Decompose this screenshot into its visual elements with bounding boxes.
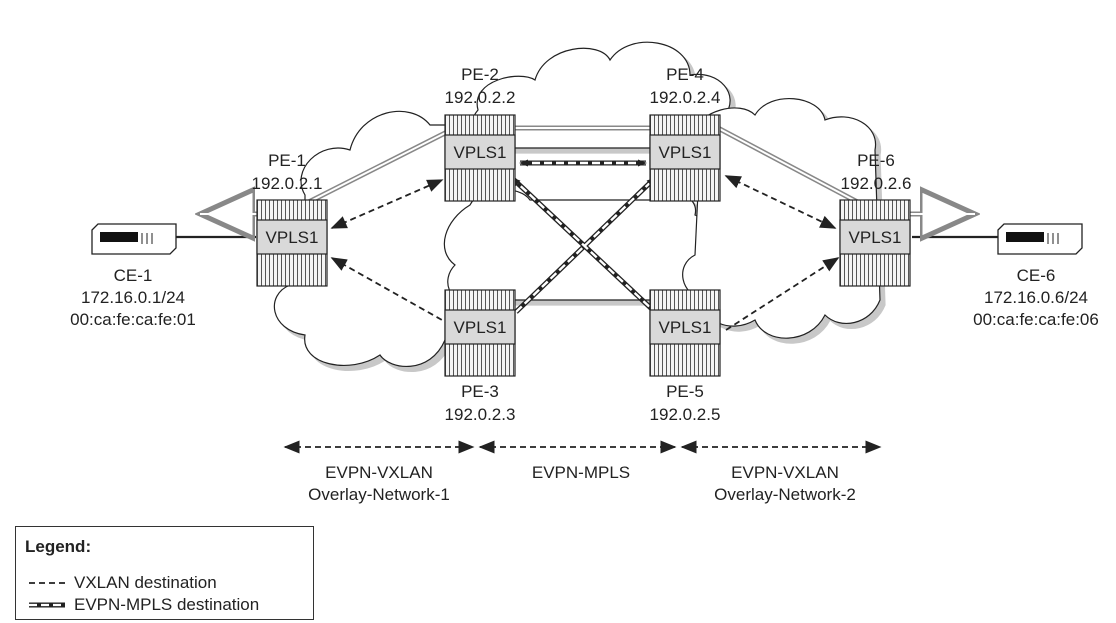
link-pe5-pe6	[725, 257, 840, 331]
mpls-links	[510, 159, 657, 314]
pe2-ip: 192.0.2.2	[445, 88, 516, 107]
vxlan-links	[330, 175, 840, 331]
pe3-name: PE-3	[461, 382, 499, 401]
vpls-label: VPLS1	[659, 318, 712, 337]
pe4-ip: 192.0.2.4	[650, 88, 721, 107]
legend-row-vxlan: VXLAN destination	[28, 573, 217, 593]
segment-middle-line1: EVPN-MPLS	[532, 463, 630, 482]
legend-mpls-label: EVPN-MPLS destination	[74, 595, 260, 614]
ce6-ip: 172.16.0.6/24	[984, 288, 1088, 307]
link-pe4-pe6	[724, 175, 837, 229]
pe5-ip: 192.0.2.5	[650, 405, 721, 424]
vpls-label: VPLS1	[659, 143, 712, 162]
segment-right-line1: EVPN-VXLAN	[731, 463, 839, 482]
ce6-mac: 00:ca:fe:ca:fe:06	[973, 310, 1099, 329]
vpls-label: VPLS1	[454, 143, 507, 162]
segment-left-line2: Overlay-Network-1	[308, 485, 450, 504]
router-pe5[interactable]: VPLS1	[649, 289, 721, 377]
pe1-name: PE-1	[268, 151, 306, 170]
router-pe3[interactable]: VPLS1	[444, 289, 516, 377]
pe4-name: PE-4	[666, 65, 704, 84]
vpls-label: VPLS1	[266, 228, 319, 247]
node-labels: PE-1 192.0.2.1 PE-2 192.0.2.2 PE-3 192.0…	[70, 65, 1099, 424]
cloud-center	[443, 188, 713, 303]
link-pe1-pe3	[330, 257, 443, 321]
segment-left-line1: EVPN-VXLAN	[325, 463, 433, 482]
router-pe6[interactable]: VPLS1	[839, 199, 911, 287]
router-pe1[interactable]: VPLS1	[256, 199, 328, 287]
pe5-name: PE-5	[666, 382, 704, 401]
router-pe4[interactable]: VPLS1	[649, 114, 721, 202]
legend-vxlan-label: VXLAN destination	[74, 573, 217, 592]
dashed-line-icon	[29, 582, 65, 584]
ce1-ip: 172.16.0.1/24	[81, 288, 185, 307]
double-dashed-line-icon	[29, 602, 65, 608]
router-pe2[interactable]: VPLS1	[444, 114, 516, 202]
legend-row-mpls: EVPN-MPLS destination	[28, 595, 259, 615]
ce1-name: CE-1	[114, 266, 153, 285]
pe1-ip: 192.0.2.1	[252, 174, 323, 193]
pe6-name: PE-6	[857, 151, 895, 170]
ce1-device[interactable]	[91, 223, 177, 255]
vpls-label: VPLS1	[454, 318, 507, 337]
link-pe1-pe2	[330, 179, 444, 229]
pe2-name: PE-2	[461, 65, 499, 84]
pe6-ip: 192.0.2.6	[841, 174, 912, 193]
segment-right-line2: Overlay-Network-2	[714, 485, 856, 504]
ce1-mac: 00:ca:fe:ca:fe:01	[70, 310, 196, 329]
pe3-ip: 192.0.2.3	[445, 405, 516, 424]
ce6-name: CE-6	[1017, 266, 1056, 285]
legend: Legend: VXLAN destination EVPN-MPLS dest…	[15, 526, 314, 620]
segment-labels: EVPN-VXLAN Overlay-Network-1 EVPN-MPLS E…	[308, 463, 856, 504]
vpls-label: VPLS1	[849, 228, 902, 247]
ce6-device[interactable]	[997, 223, 1083, 255]
legend-title: Legend:	[25, 537, 92, 556]
underlay-clouds	[273, 41, 881, 367]
